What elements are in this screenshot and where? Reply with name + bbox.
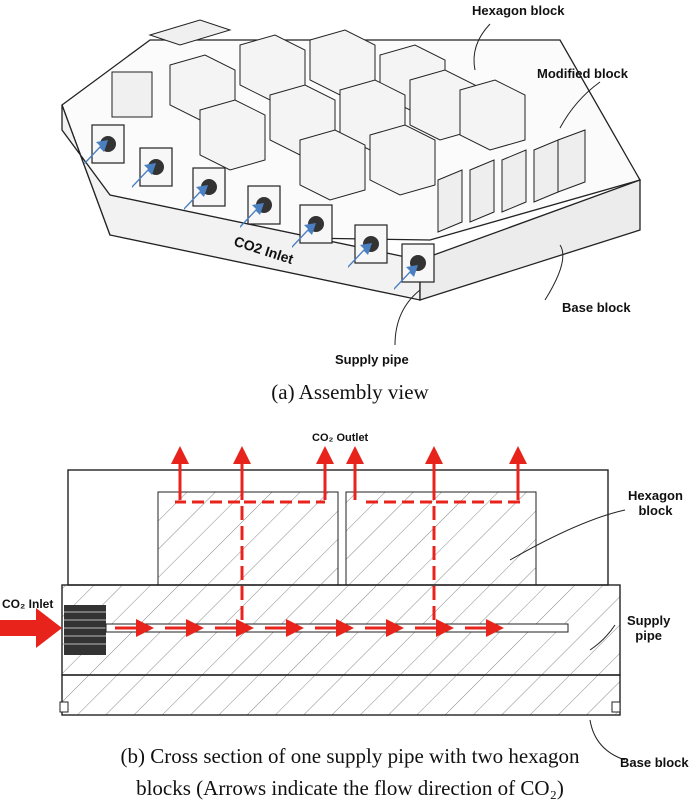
section-base-block-label: Base block	[620, 755, 689, 770]
co2-inlet-arrows	[84, 140, 418, 290]
co2-outlet-arrows	[171, 446, 527, 500]
hexagon-block-array	[169, 29, 526, 201]
hexagon-block-label: Hexagon block	[472, 3, 565, 18]
riser-arrows	[240, 490, 436, 620]
base-block-side	[419, 179, 641, 301]
supply-pipe-row	[91, 124, 435, 283]
section-co2-inlet-label: CO₂ Inlet	[2, 597, 54, 611]
assembly-caption: (a) Assembly view	[271, 380, 429, 404]
top-left-blocks	[111, 19, 232, 118]
hexagon-left-fill	[157, 491, 339, 586]
co2-outlet-label: CO₂ Outlet	[312, 432, 369, 444]
section-caption-line-2: blocks (Arrows indicate the flow directi…	[136, 776, 564, 800]
hexagon-right-fill	[345, 491, 537, 586]
inlet-thread	[64, 605, 106, 655]
leader-lines	[394, 23, 601, 346]
section-hexagon-block-label: Hexagon block	[628, 488, 683, 518]
section-supply-pipe-label: Supply pipe	[627, 613, 671, 643]
assembly-view-figure	[61, 19, 641, 346]
section-leader-lines	[509, 509, 626, 761]
supply-pipe-label: Supply pipe	[335, 352, 409, 367]
modified-block-label: Modified block	[537, 66, 628, 81]
base-block-label: Base block	[562, 300, 631, 315]
base-block-section	[61, 674, 621, 716]
modified-block-group	[437, 129, 586, 233]
co2-inlet-big-arrow	[0, 608, 62, 648]
section-caption-line-1: (b) Cross section of one supply pipe wit…	[120, 744, 580, 768]
